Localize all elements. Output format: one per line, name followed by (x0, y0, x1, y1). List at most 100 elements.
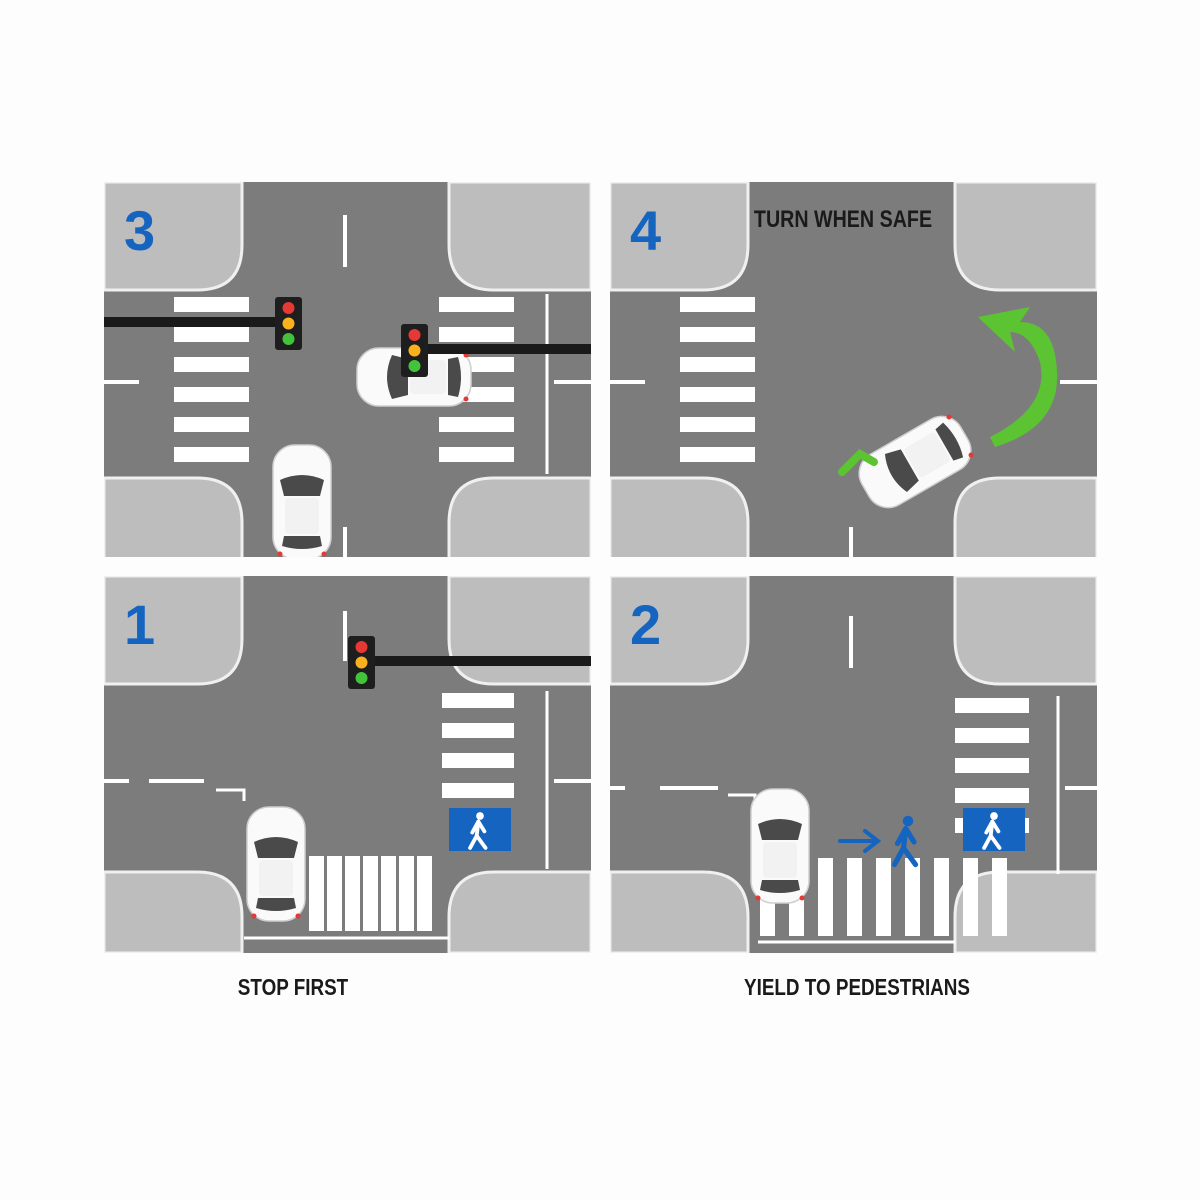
car-rear-window (256, 898, 296, 911)
car-tail-light (755, 895, 761, 901)
crosswalk-stripe (174, 357, 249, 372)
sidewalk-corner (447, 182, 591, 292)
pedestrian-head (990, 812, 998, 820)
car-roof (259, 860, 293, 896)
crosswalk-stripe (174, 387, 249, 402)
crosswalk-stripe (680, 417, 755, 432)
car-windshield (884, 449, 919, 493)
crosswalk-stripe (680, 297, 755, 312)
step-number: 3 (124, 199, 155, 262)
crosswalk-stripe (955, 698, 1029, 713)
car-roof (285, 498, 319, 534)
crosswalk-stripe (417, 856, 432, 931)
traffic-light-pole (348, 656, 591, 666)
car-icon (750, 788, 810, 904)
crosswalk-stripe (847, 858, 862, 936)
crosswalk-stripe (174, 327, 249, 342)
sidewalk-corner (447, 870, 591, 953)
crosswalk-stripe (680, 387, 755, 402)
turn-arrow-icon (978, 307, 1058, 447)
car-rear-window (282, 536, 322, 549)
pedestrian-body (891, 825, 919, 868)
crosswalk-stripe (955, 758, 1029, 773)
crosswalk-stripe (442, 783, 514, 798)
step-number: 4 (630, 199, 661, 262)
crosswalk-stripe (955, 788, 1029, 803)
car-rear-window (935, 422, 964, 461)
crosswalk-stripe (442, 753, 514, 768)
right-arrow-icon (838, 829, 882, 853)
sidewalk-corner (953, 476, 1097, 557)
car-windshield (758, 819, 802, 840)
amber-light (282, 317, 295, 330)
traffic-light-icon (275, 297, 302, 350)
amber-light (408, 344, 421, 357)
green-light (355, 672, 368, 684)
panel-step-1: 1 (104, 576, 591, 953)
car-icon (858, 414, 974, 509)
crosswalk-stripe (399, 856, 414, 931)
red-light (282, 302, 295, 314)
caption-yield-to-pedestrians: YIELD TO PEDESTRIANS (743, 974, 971, 1000)
car-tail-light (295, 913, 301, 919)
crosswalk-stripe (876, 858, 891, 936)
crosswalk-stripe (439, 297, 514, 312)
crosswalk-stripe (955, 728, 1029, 743)
sidewalk-corner (610, 476, 750, 557)
car-tail-light (799, 895, 805, 901)
crosswalk-stripe (680, 327, 755, 342)
pedestrian-body (982, 819, 1002, 850)
sidewalk-corner (610, 576, 750, 686)
panel-instruction: TURN WHEN SAFE (754, 205, 932, 232)
sidewalk-corner (104, 870, 244, 953)
pedestrian-icon (982, 812, 1002, 850)
car-tail-light (946, 414, 952, 420)
sidewalk-corner (447, 576, 591, 686)
pedestrian-icon (468, 812, 488, 850)
car-rear-window (760, 880, 800, 893)
panel-step-2: 2 (610, 576, 1097, 953)
traffic-light-icon (401, 324, 428, 377)
green-light (282, 333, 295, 345)
crosswalk-stripe (963, 858, 978, 936)
pedestrian-head (476, 812, 484, 820)
crosswalk-stripe (818, 858, 833, 936)
crosswalk-stripe (174, 297, 249, 312)
traffic-light-pole (104, 317, 275, 327)
crosswalk-stripe (992, 858, 1007, 936)
amber-light (355, 656, 368, 669)
traffic-light-icon (348, 636, 375, 689)
crosswalk-stripe (442, 723, 514, 738)
car-tail-light (251, 913, 257, 919)
stop-line (216, 788, 246, 801)
sidewalk-corner (104, 576, 244, 686)
sidewalk-corner (610, 870, 750, 953)
car-tail-light (277, 551, 283, 557)
step-number: 1 (124, 593, 155, 656)
panel-step-3: 3 (104, 182, 591, 557)
pedestrian-icon (891, 815, 919, 868)
crosswalk-stripe (442, 693, 514, 708)
car-tail-light (321, 551, 327, 557)
checkmark-icon (838, 449, 878, 476)
sidewalk-corner (104, 182, 244, 292)
crosswalk-stripe (174, 417, 249, 432)
pedestrian-head (902, 815, 914, 827)
sidewalk-corner (953, 576, 1097, 686)
crosswalk-stripe (905, 858, 920, 936)
step-number: 2 (630, 593, 661, 656)
sidewalk-corner (104, 476, 244, 557)
crosswalk-stripe (381, 856, 396, 931)
car-windshield (254, 837, 298, 858)
sidewalk-corner (953, 182, 1097, 292)
caption-stop-first: STOP FIRST (237, 974, 349, 1000)
crosswalk-stripe (439, 447, 514, 462)
car-roof (763, 842, 797, 878)
traffic-light-pole (401, 344, 591, 354)
car-rear-window (448, 357, 461, 397)
car-icon (246, 806, 306, 922)
pedestrian-crossing-sign-icon (963, 808, 1025, 851)
red-light (408, 329, 421, 341)
crosswalk-stripe (934, 858, 949, 936)
